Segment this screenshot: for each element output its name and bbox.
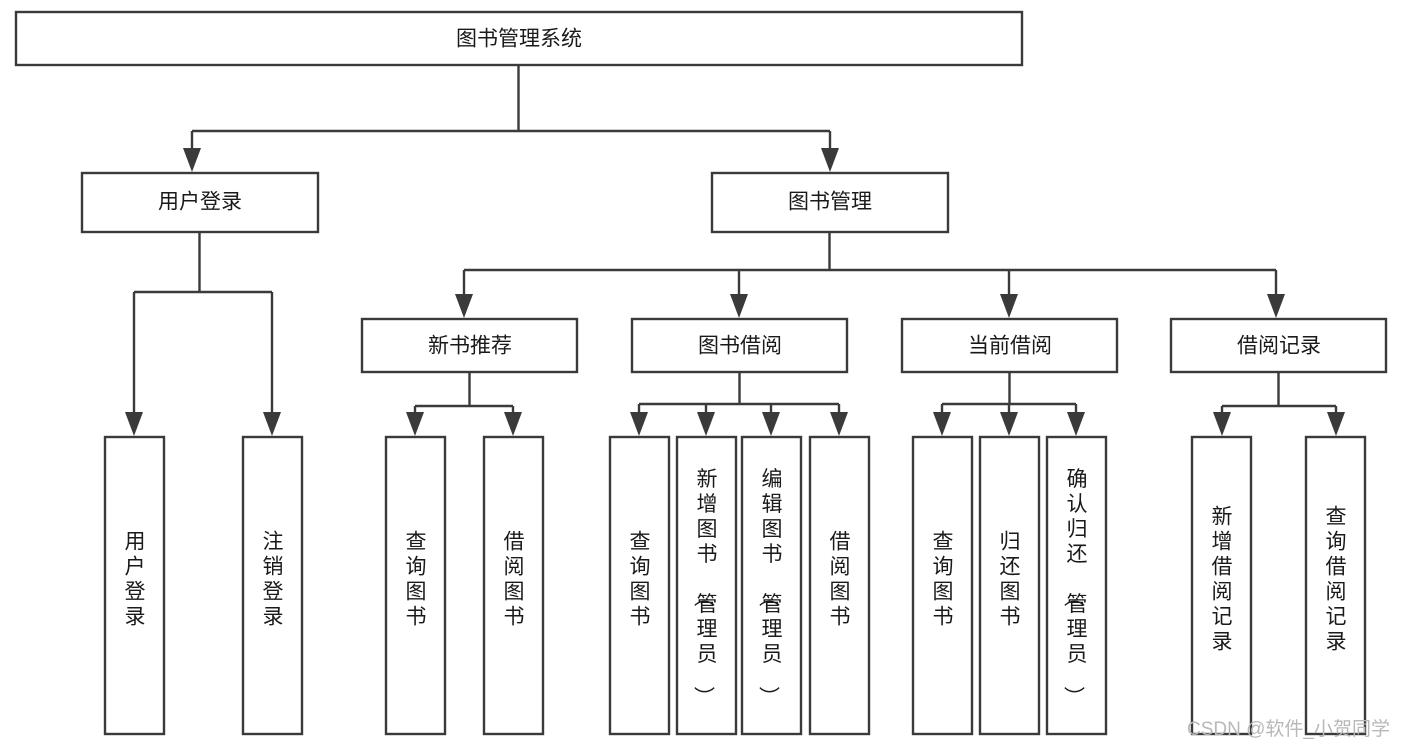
leaf-label-borrow-record-1: 新增借阅记录: [1212, 506, 1233, 654]
arrow-head-to-user-login: [183, 148, 201, 172]
arrow-head-newbook-leaf-1: [406, 412, 424, 436]
connector-layer: [125, 66, 1345, 436]
connector-currentborrow-to-leaves: [940, 373, 1078, 416]
leaf-label-user-login-1: 用户登录: [125, 531, 146, 629]
node-current-borrow-box: [900, 317, 1119, 374]
leaf-node-current-borrow-3[interactable]: 确认归还（管理员）: [1045, 435, 1108, 736]
arrow-head-bookborrow-leaf-3: [762, 412, 780, 436]
leaf-label-user-login-2: 注销登录: [263, 531, 284, 629]
arrow-head-borrowrecord-leaf-2: [1327, 412, 1345, 436]
leaf-label-book-borrow-3: 编辑图书（管理员）: [757, 468, 783, 707]
arrow-head-to-current-borrow: [1000, 294, 1018, 318]
connector-bookmanage-to-level2-bus: [462, 233, 1278, 298]
leaf-node-borrow-record-1[interactable]: 新增借阅记录: [1190, 435, 1253, 736]
leaf-box-user-login-1: [103, 435, 166, 736]
leaf-box-book-borrow-4: [808, 435, 871, 736]
leaf-label-new-book-2: 借阅图书: [504, 531, 525, 629]
leaf-label-book-borrow-2: 新增图书（管理员）: [692, 468, 718, 707]
node-root-system[interactable]: 图书管理系统: [14, 10, 1024, 67]
connector-bookborrow-to-leaves: [637, 373, 841, 416]
leaf-label-book-borrow-4: 借阅图书: [830, 531, 851, 629]
leaf-node-current-borrow-1[interactable]: 查询图书: [911, 435, 974, 736]
connector-borrowrecord-to-leaves: [1220, 373, 1338, 416]
node-book-manage[interactable]: 图书管理: [710, 171, 950, 234]
leaf-box-borrow-record-1: [1190, 435, 1253, 736]
leaf-label-book-borrow-1: 查询图书: [630, 531, 651, 629]
node-current-borrow[interactable]: 当前借阅: [900, 317, 1119, 374]
arrow-head-bookborrow-leaf-1: [630, 412, 648, 436]
watermark-label: CSDN @软件_小贺同学: [1187, 718, 1390, 740]
arrow-head-to-leaf-logout: [263, 412, 281, 436]
leaf-node-book-borrow-4[interactable]: 借阅图书: [808, 435, 871, 736]
node-user-login[interactable]: 用户登录: [80, 171, 320, 234]
node-new-book-recommend[interactable]: 新书推荐: [360, 317, 579, 374]
leaf-box-current-borrow-2: [978, 435, 1041, 736]
leaf-box-new-book-2: [482, 435, 545, 736]
leaf-node-book-borrow-1[interactable]: 查询图书: [608, 435, 671, 736]
node-book-manage-label: 图书管理: [788, 191, 872, 214]
arrow-head-currentborrow-leaf-3: [1067, 412, 1085, 436]
arrow-head-to-borrow-record: [1267, 294, 1285, 318]
leaf-label-current-borrow-2: 归还图书: [1000, 531, 1021, 629]
arrow-head-to-leaf-user-login: [125, 412, 143, 436]
arrow-head-currentborrow-leaf-1: [933, 412, 951, 436]
node-user-login-box: [80, 171, 320, 234]
leaf-node-borrow-record-2[interactable]: 查询借阅记录: [1304, 435, 1367, 736]
node-current-borrow-label: 当前借阅: [968, 335, 1052, 358]
leaf-node-user-login-2[interactable]: 注销登录: [241, 435, 304, 736]
arrow-head-to-new-book: [455, 294, 473, 318]
arrow-head-bookborrow-leaf-4: [830, 412, 848, 436]
node-borrow-record[interactable]: 借阅记录: [1169, 317, 1388, 374]
leaf-label-new-book-1: 查询图书: [406, 531, 427, 629]
arrow-head-to-book-manage: [821, 148, 839, 172]
node-book-borrow-label: 图书借阅: [698, 335, 782, 358]
arrow-head-borrowrecord-leaf-1: [1213, 412, 1231, 436]
connector-root-to-level1-bus: [190, 66, 832, 152]
leaf-box-user-login-2: [241, 435, 304, 736]
node-book-manage-box: [710, 171, 950, 234]
leaf-node-new-book-1[interactable]: 查询图书: [384, 435, 447, 736]
node-book-borrow-box: [630, 317, 849, 374]
leaf-label-borrow-record-2: 查询借阅记录: [1326, 506, 1347, 654]
leaf-box-new-book-1: [384, 435, 447, 736]
leaf-node-user-login-1[interactable]: 用户登录: [103, 435, 166, 736]
node-book-borrow[interactable]: 图书借阅: [630, 317, 849, 374]
connector-newbook-to-leaves: [413, 373, 515, 416]
leaf-box-book-borrow-3: [740, 435, 803, 736]
leaf-box-book-borrow-1: [608, 435, 671, 736]
arrow-head-currentborrow-leaf-2: [1000, 412, 1018, 436]
arrow-head-newbook-leaf-2: [504, 412, 522, 436]
node-root-box: [14, 10, 1024, 67]
node-borrow-record-box: [1169, 317, 1388, 374]
node-new-book-recommend-label: 新书推荐: [428, 335, 512, 358]
leaf-label-current-borrow-3: 确认归还（管理员）: [1062, 468, 1088, 707]
arrow-head-to-book-borrow: [730, 294, 748, 318]
leaf-box-book-borrow-2: [675, 435, 738, 736]
node-user-login-label: 用户登录: [158, 191, 242, 214]
leaf-node-book-borrow-2[interactable]: 新增图书（管理员）: [675, 435, 738, 736]
leaf-label-current-borrow-1: 查询图书: [933, 531, 954, 629]
connector-userlogin-to-leaves: [132, 233, 274, 416]
leaf-node-book-borrow-3[interactable]: 编辑图书（管理员）: [740, 435, 803, 736]
leaf-node-current-borrow-2[interactable]: 归还图书: [978, 435, 1041, 736]
arrow-head-bookborrow-leaf-2: [697, 412, 715, 436]
leaf-box-current-borrow-1: [911, 435, 974, 736]
node-new-book-recommend-box: [360, 317, 579, 374]
node-borrow-record-label: 借阅记录: [1237, 335, 1321, 358]
leaf-box-borrow-record-2: [1304, 435, 1367, 736]
leaf-box-current-borrow-3: [1045, 435, 1108, 736]
node-root-label: 图书管理系统: [456, 28, 582, 51]
leaf-node-new-book-2[interactable]: 借阅图书: [482, 435, 545, 736]
